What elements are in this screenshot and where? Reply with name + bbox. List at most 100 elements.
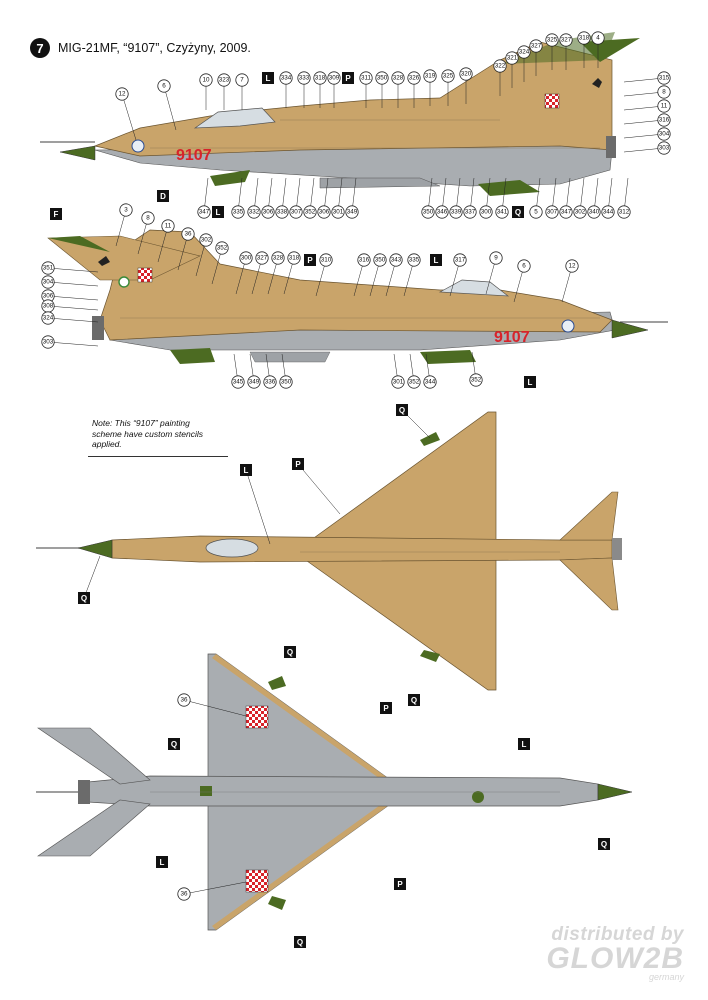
svg-text:306: 306 xyxy=(43,293,54,300)
svg-text:L: L xyxy=(244,466,249,475)
unit-badge-icon xyxy=(131,139,145,153)
callout-number: 304 xyxy=(623,127,671,141)
letter-tag: Q xyxy=(168,738,180,750)
svg-text:344: 344 xyxy=(603,209,614,216)
polish-checkerboard-roundel xyxy=(137,267,153,283)
svg-text:36: 36 xyxy=(180,891,188,898)
svg-text:36: 36 xyxy=(184,231,192,238)
svg-text:315: 315 xyxy=(659,75,670,82)
callout-number: 36 xyxy=(177,693,247,717)
svg-text:345: 345 xyxy=(233,379,244,386)
svg-text:9: 9 xyxy=(494,255,498,262)
callout-number: 324 xyxy=(41,311,99,325)
svg-text:L: L xyxy=(522,740,527,749)
callout-number: 337 xyxy=(463,177,477,219)
svg-text:340: 340 xyxy=(589,209,600,216)
svg-text:12: 12 xyxy=(568,263,576,270)
callout-number: 7 xyxy=(235,73,249,110)
svg-text:350: 350 xyxy=(281,379,292,386)
svg-text:318: 318 xyxy=(315,75,326,82)
letter-tag: F xyxy=(50,208,62,220)
callout-number: 12 xyxy=(561,259,579,303)
callout-number: 345 xyxy=(231,353,245,389)
svg-text:8: 8 xyxy=(662,89,666,96)
svg-text:L: L xyxy=(266,74,271,83)
svg-text:306: 306 xyxy=(319,209,330,216)
svg-text:307: 307 xyxy=(547,209,558,216)
callout-number: 325 xyxy=(545,33,559,70)
svg-text:350: 350 xyxy=(423,209,434,216)
callout-number: 323 xyxy=(217,73,231,110)
svg-text:344: 344 xyxy=(425,379,436,386)
svg-text:333: 333 xyxy=(299,75,310,82)
leader-line xyxy=(83,555,101,599)
svg-text:Q: Q xyxy=(411,696,417,705)
callout-number: 327 xyxy=(251,251,269,295)
svg-text:317: 317 xyxy=(455,257,466,264)
svg-text:L: L xyxy=(434,256,439,265)
svg-text:309: 309 xyxy=(329,75,340,82)
letter-tag: L xyxy=(240,464,252,476)
callout-number: 310 xyxy=(315,253,333,297)
svg-text:6: 6 xyxy=(522,263,526,270)
svg-text:341: 341 xyxy=(497,209,508,216)
letter-tag: L xyxy=(518,738,530,750)
eagle-emblem-icon xyxy=(98,256,110,266)
svg-text:328: 328 xyxy=(273,255,284,262)
letter-tag: P xyxy=(304,254,316,266)
svg-text:L: L xyxy=(528,378,533,387)
svg-text:323: 323 xyxy=(219,77,230,84)
svg-text:4: 4 xyxy=(596,35,600,42)
callout-number: 301 xyxy=(391,353,405,389)
svg-text:338: 338 xyxy=(277,209,288,216)
note-divider xyxy=(88,456,228,457)
svg-text:300: 300 xyxy=(241,255,252,262)
sheet-title: 7 MIG-21MF, “9107”, Czyżyny, 2009. xyxy=(30,38,251,58)
svg-text:337: 337 xyxy=(465,209,476,216)
callout-number: 352 xyxy=(303,177,317,219)
callout-number: 334 xyxy=(279,71,293,108)
bottom-view xyxy=(36,653,633,931)
letter-tag: L xyxy=(262,72,274,84)
callout-number: 327 xyxy=(559,33,573,70)
left-side-profile: 9107 xyxy=(40,32,640,196)
svg-text:Q: Q xyxy=(515,208,521,217)
letter-tag: Q xyxy=(78,592,90,604)
svg-text:318: 318 xyxy=(579,35,590,42)
unit-badge-icon xyxy=(118,276,130,288)
svg-text:308: 308 xyxy=(43,303,54,310)
callout-number: 10 xyxy=(199,73,213,110)
callout-number: 338 xyxy=(275,177,289,219)
letter-tag: Q xyxy=(512,206,524,218)
callout-number: 352 xyxy=(407,353,421,389)
svg-text:327: 327 xyxy=(257,255,268,262)
polish-checkerboard-roundel xyxy=(245,705,269,729)
watermark-logo-text: GLOW2B xyxy=(546,942,684,975)
callout-number: 324 xyxy=(517,45,531,82)
letter-tag: P xyxy=(394,878,406,890)
svg-text:11: 11 xyxy=(165,223,172,230)
svg-text:5: 5 xyxy=(534,209,538,216)
svg-text:347: 347 xyxy=(561,209,572,216)
letter-tag: Q xyxy=(598,838,610,850)
svg-text:Q: Q xyxy=(399,406,405,415)
callout-number: 306 xyxy=(261,177,275,219)
callout-number: 325 xyxy=(441,69,455,106)
callout-number: 312 xyxy=(617,177,631,219)
callout-number: 11 xyxy=(623,99,671,113)
svg-text:8: 8 xyxy=(146,215,150,222)
svg-text:318: 318 xyxy=(289,255,300,262)
svg-text:P: P xyxy=(345,74,351,83)
callout-number: 315 xyxy=(623,71,671,85)
svg-text:310: 310 xyxy=(321,257,332,264)
callout-number: 352 xyxy=(469,351,483,387)
watermark-line3: germany xyxy=(648,972,684,982)
painting-note: Note: This “9107” painting scheme have c… xyxy=(92,418,204,450)
callout-number: 303 xyxy=(623,141,671,155)
callout-number: 327 xyxy=(529,39,543,76)
svg-text:352: 352 xyxy=(409,379,420,386)
polish-checkerboard-roundel xyxy=(245,869,269,893)
svg-text:328: 328 xyxy=(393,75,404,82)
svg-text:P: P xyxy=(307,256,313,265)
title-text: MIG-21MF, “9107”, Czyżyny, 2009. xyxy=(58,41,251,55)
